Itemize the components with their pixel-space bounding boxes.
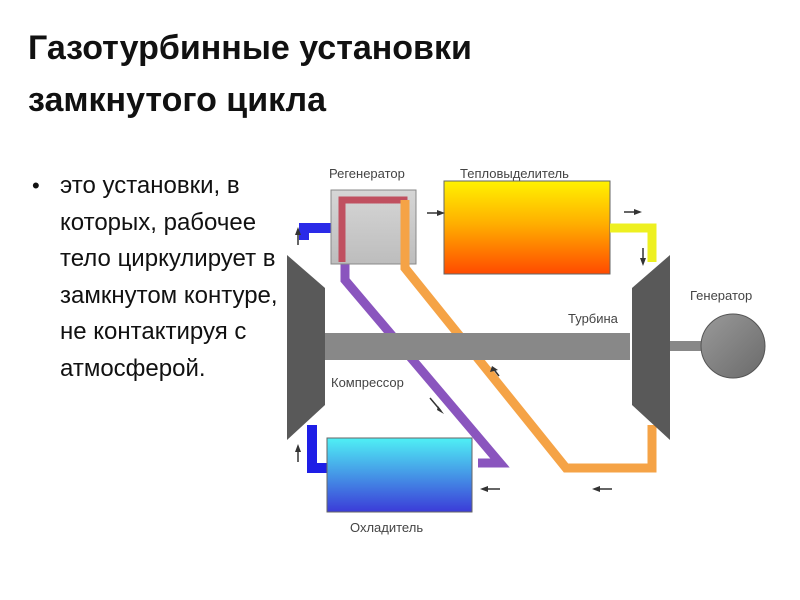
bullet-text: это установки, в которых, рабочее тело ц…	[60, 172, 278, 382]
down-right-arrow-stem	[429, 397, 442, 412]
right-arrow-icon	[634, 209, 642, 215]
cooler-block	[326, 437, 473, 513]
up-left-arrow-stem	[491, 366, 500, 377]
slide-title: Газотурбинные установки замкнутого цикла	[28, 22, 648, 126]
title-line-1: Газотурбинные установки	[28, 29, 472, 67]
down-arrow-icon	[640, 258, 646, 266]
heater-block	[443, 180, 611, 275]
up-arrow-icon	[295, 227, 301, 235]
regenerator-label: Регенератор	[329, 166, 405, 181]
right-arrow-icon	[437, 210, 445, 216]
heater-label: Тепловыделитель	[460, 166, 569, 181]
bullet-item: • это установки, в которых, рабочее тело…	[30, 168, 300, 387]
generator-label: Генератор	[690, 288, 752, 303]
left-arrow-icon	[592, 486, 600, 492]
up-arrow-icon	[295, 444, 301, 452]
turbine-icon	[632, 255, 670, 440]
cold-flow-pipe	[307, 425, 328, 473]
cooler-label: Охладитель	[350, 520, 423, 535]
generator-icon	[700, 313, 766, 379]
gas-turbine-cycle-diagram: Регенератор Тепловыделитель Турбина Гене…	[287, 166, 766, 535]
turbine-label: Турбина	[568, 311, 619, 326]
left-arrow-icon	[480, 486, 488, 492]
compressor-label: Компрессор	[331, 375, 404, 390]
title-line-2: замкнутого цикла	[28, 81, 327, 119]
bullet-dot-icon: •	[32, 173, 40, 198]
shaft	[325, 333, 630, 360]
compressor-icon	[287, 255, 325, 440]
generator-shaft	[660, 341, 705, 351]
bullet-list: • это установки, в которых, рабочее тело…	[30, 168, 300, 387]
exhaust-flow-pipe	[400, 200, 657, 473]
heater-outlet-pipe	[610, 223, 657, 262]
